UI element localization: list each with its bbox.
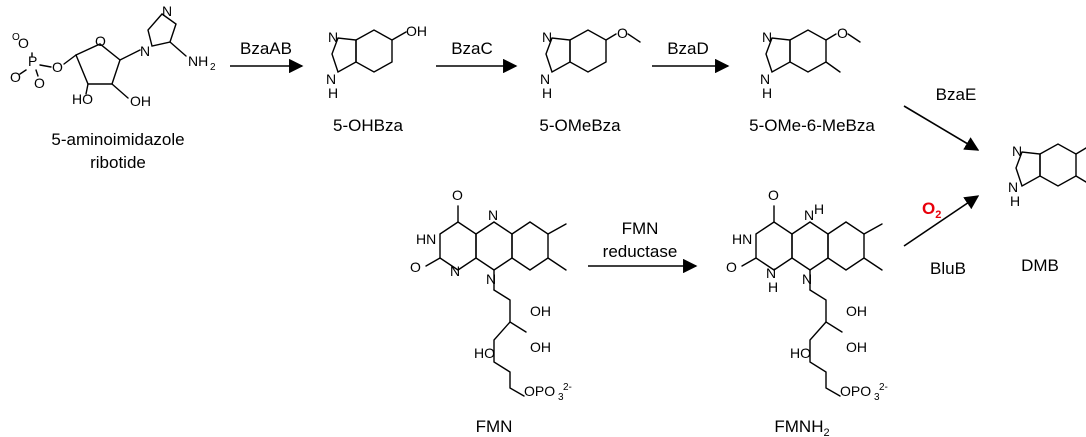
atom-ho: HO [72,91,93,107]
enzyme-fmn-reductase-1: FMN [622,219,659,238]
atom-n1: N [140,43,150,59]
atom-oh: OH [406,23,427,39]
atom-n-top: N [804,207,814,223]
atom-n: N [542,29,552,45]
atom-n: N [328,29,338,45]
atom-nh: N [1008,179,1018,195]
atom-n-top: N [488,207,498,223]
compound-fmnh2-subscript: 2 [823,427,829,437]
air-structure: O O P O O O O HO OH N N NH 2 [10,3,216,109]
compound-5-ome-6-mebza-label: 5-OMe-6-MeBza [749,116,875,135]
atom-opo3-sub: 3 [558,392,564,403]
enzyme-fmn-reductase-2: reductase [603,242,678,261]
atom-nh2-sub: 2 [210,62,216,73]
atom-charge: 2- [879,382,888,393]
cofactor-o2: O2 [922,199,941,221]
atom-phosphate-o2: O [10,69,21,85]
atom-oh1: OH [530,303,551,319]
compound-fmnh2-name: FMNH [774,417,823,436]
atom-ho: HO [790,345,811,361]
fmn-structure: O HN O N N N OH HO OH OPO 3 2- [410,187,572,403]
atom-phosphate-o3: O [34,75,45,91]
atom-h: H [542,85,552,101]
cofactor-o2-letter: O [922,199,935,218]
atom-opo3: OPO [840,383,871,399]
atom-o-top: O [452,187,463,203]
enzyme-blub: BluB [930,259,966,278]
atom-o-left: O [726,259,737,275]
enzyme-bzaab: BzaAB [240,39,292,58]
arrow-bzae [903,105,980,151]
atom-hn: HN [416,231,436,247]
compound-5-ohbza-label: 5-OHBza [333,116,403,135]
compound-fmnh2-label: FMNH2 [774,417,829,437]
arrow-blub [903,195,980,247]
atom-charge: 2- [563,382,572,393]
atom-hn: HN [732,231,752,247]
atom-ho: HO [474,345,495,361]
atom-n10: N [486,271,496,287]
atom-h-low: H [768,279,778,295]
omebza-structure: N N H O [540,25,641,101]
fmnh2-structure: O HN O N H N H N OH HO OH OPO 3 2- [726,187,888,403]
compound-air-label-2: ribotide [90,153,146,172]
compound-air-label-1: 5-aminoimidazole [51,130,184,149]
atom-n: N [762,29,772,45]
atom-o: O [837,25,848,41]
enzyme-bzad: BzaD [667,39,709,58]
atom-oh2: OH [530,339,551,355]
atom-charge: O [12,32,20,43]
atom-opo3-sub: 3 [874,392,880,403]
atom-oh2: OH [846,339,867,355]
atom-nh2: NH [188,53,208,69]
atom-n10: N [802,271,812,287]
enzyme-bzae: BzaE [936,85,977,104]
atom-n-low: N [450,263,460,279]
atom-opo3: OPO [524,383,555,399]
atom-o: O [617,25,628,41]
compound-5-omebza-label: 5-OMeBza [539,116,621,135]
atom-h: H [762,85,772,101]
compound-fmn-label: FMN [476,417,513,436]
atom-nh: N [326,71,336,87]
atom-nh: N [540,71,550,87]
cofactor-o2-subscript: 2 [935,209,941,221]
atom-h: H [1010,193,1020,209]
atom-oh: OH [130,93,151,109]
atom-o-top: O [768,187,779,203]
ome6mebza-structure: N N H O [760,25,861,101]
enzyme-bzac: BzaC [451,39,493,58]
dmb-structure: N N H [1008,143,1086,209]
atom-n3: N [162,3,172,19]
atom-n: N [1012,143,1022,159]
atom-h-top: H [814,201,824,217]
atom-h: H [328,85,338,101]
atom-ring-o: O [95,33,106,49]
atom-oh1: OH [846,303,867,319]
atom-o-left: O [410,259,421,275]
atom-nh: N [760,71,770,87]
atom-ester-o: O [52,59,63,75]
atom-phosphate-o: O [18,35,29,51]
atom-phosphorus: P [28,53,37,69]
atom-n-low: N [766,265,776,281]
compound-dmb-label: DMB [1021,256,1059,275]
ohbza-structure: N N H OH [326,23,427,101]
